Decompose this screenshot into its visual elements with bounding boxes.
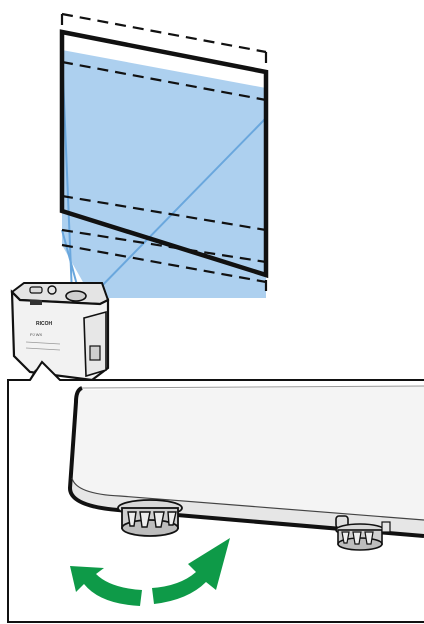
projector-model-label: PJ WX	[30, 332, 43, 337]
lens-icon	[65, 290, 87, 302]
top-control-icon	[29, 286, 43, 294]
projector-device: RICOH PJ WX	[10, 282, 110, 382]
callout-pointer	[29, 369, 37, 381]
curved-double-arrow-icon	[70, 538, 230, 606]
top-button-icon	[47, 285, 57, 295]
projector-brand-label: RICOH	[36, 321, 53, 327]
front-vent-icon	[30, 300, 42, 305]
side-port-icon	[89, 345, 101, 361]
underside-inner-edge	[71, 477, 424, 521]
projection-beam	[62, 50, 266, 298]
left-adjustable-foot-icon	[117, 499, 183, 537]
projector-side-panel	[83, 310, 107, 378]
underside-body	[72, 386, 424, 520]
rotate-right-arrow-icon	[152, 538, 230, 604]
projector-underside	[67, 385, 424, 538]
projector-front	[10, 289, 110, 382]
rotate-left-arrow-icon	[70, 566, 142, 606]
projection-illustration	[59, 12, 269, 298]
right-adjustable-foot-icon	[335, 515, 391, 551]
underside-edge	[68, 478, 424, 538]
underside-outline-left	[67, 386, 424, 538]
projected-image-frame	[59, 29, 269, 279]
